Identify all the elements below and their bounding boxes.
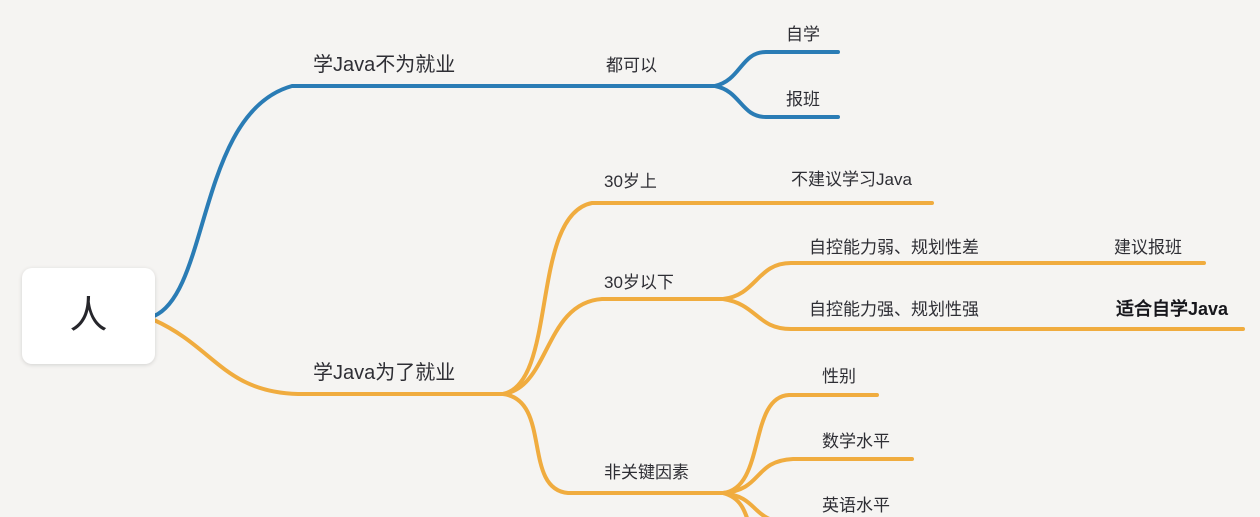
edge-under-30-to-strong-self-control: [721, 297, 1245, 331]
node-under-30[interactable]: 30岁以下: [604, 273, 674, 292]
edge-under-30-to-weak-self-control: [721, 261, 1206, 301]
node-math-level[interactable]: 数学水平: [822, 432, 890, 451]
edge-either-way-to-self-study: [713, 50, 840, 88]
edge-java-for-job-to-under-30: [501, 297, 725, 396]
node-over-30[interactable]: 30岁上: [604, 172, 657, 191]
edge-non-key-factors-to-gender: [721, 393, 879, 495]
node-java-for-job[interactable]: 学Java为了就业: [313, 362, 456, 384]
node-gender[interactable]: 性别: [822, 367, 856, 386]
node-suitable-self-study-java[interactable]: 适合自学Java: [1116, 299, 1229, 319]
node-recommend-class[interactable]: 建议报班: [1114, 238, 1182, 257]
edge-root-to-java-for-job: [152, 318, 505, 396]
node-enroll-class[interactable]: 报班: [786, 90, 820, 109]
edge-java-for-job-to-non-key-factors: [501, 392, 725, 495]
node-non-key-factors[interactable]: 非关键因素: [604, 463, 689, 482]
edge-root-to-java-not-for-job: [152, 84, 717, 318]
edge-java-for-job-to-over-30: [501, 201, 934, 396]
node-english-level[interactable]: 英语水平: [822, 496, 890, 515]
node-either-way[interactable]: 都可以: [606, 56, 657, 75]
node-java-not-for-job[interactable]: 学Java不为就业: [313, 54, 456, 76]
node-self-study[interactable]: 自学: [786, 25, 820, 44]
edge-non-key-factors-to-math-level: [721, 457, 914, 495]
node-weak-self-control[interactable]: 自控能力弱、规划性差: [809, 238, 979, 257]
edge-either-way-to-enroll-class: [713, 84, 840, 119]
node-person-label: 人: [69, 295, 108, 337]
edge-non-key-factors-to-english-level: [721, 491, 771, 517]
node-person[interactable]: 人: [22, 268, 155, 364]
edge-non-key-factors-extra: [721, 491, 749, 517]
node-strong-self-control[interactable]: 自控能力强、规划性强: [809, 300, 979, 319]
node-not-recommended-java[interactable]: 不建议学习Java: [791, 170, 912, 189]
